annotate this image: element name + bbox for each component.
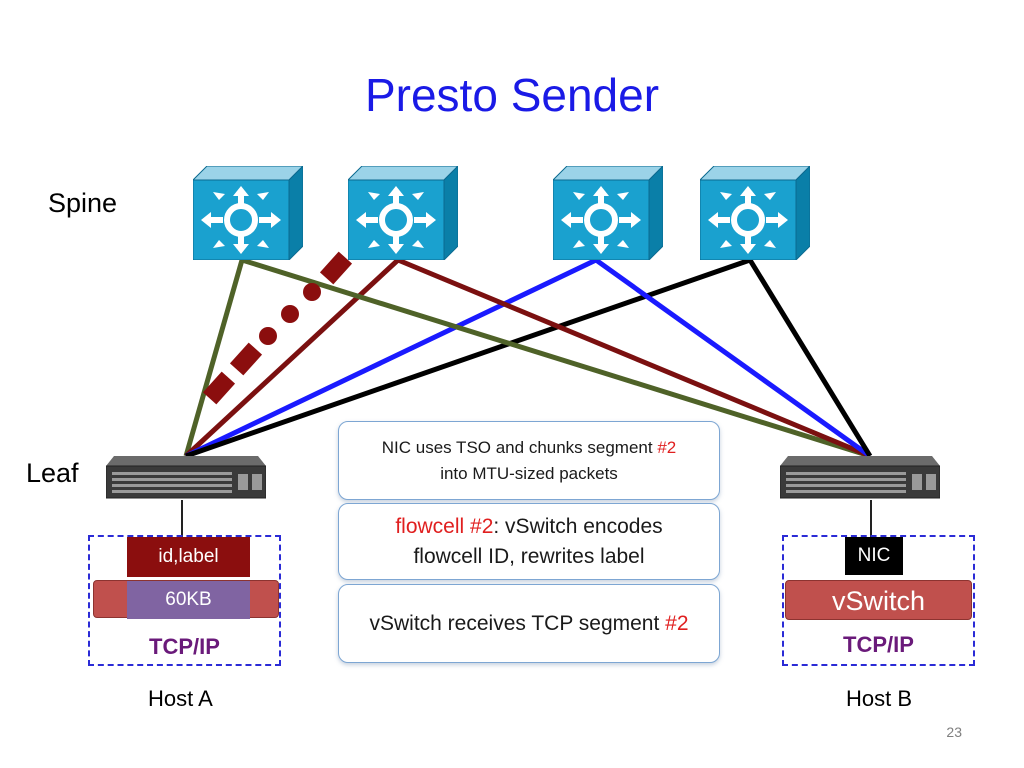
host-b-label: Host B (846, 686, 913, 711)
packet-dot (281, 305, 299, 323)
host-a-label: Host A (148, 686, 213, 711)
link-leafB-spine1 (241, 257, 871, 459)
step-box-1: NIC uses TSO and chunks segment #2 into … (338, 421, 720, 500)
page-title: Presto Sender (364, 69, 660, 121)
nic-chip: NIC (845, 537, 903, 575)
spine-switch-3 (551, 164, 665, 262)
step-2-line-1: flowcell #2: vSwitch encodes (395, 512, 662, 542)
page-number: 23 (946, 724, 962, 740)
router-icon (191, 164, 305, 262)
vswitch-band: vSwitch (785, 580, 972, 620)
link-leafB-spine4 (747, 258, 873, 458)
leaf-host-link-b (870, 500, 872, 538)
link-leafA-spine1 (183, 259, 245, 457)
step-box-3: vSwitch receives TCP segment #2 (338, 584, 720, 663)
host-a-tcpip: TCP/IP (149, 634, 220, 659)
packet (229, 342, 263, 376)
flowcell-number: flowcell #2 (395, 514, 494, 538)
link-leafB-spine3 (594, 257, 872, 459)
host-b-tcpip: TCP/IP (843, 632, 914, 657)
leaf-host-link-a (181, 500, 183, 538)
step-1-line-1: NIC uses TSO and chunks segment #2 (382, 435, 677, 461)
packet-train (202, 251, 353, 405)
step-2-text: : vSwitch encodes (493, 514, 663, 538)
step-1-line-2: into MTU-sized packets (440, 463, 618, 483)
link-leafA-spine3 (184, 257, 598, 459)
segment-number: #2 (665, 611, 689, 635)
segment-chip: 60KB (127, 581, 250, 619)
router-icon (551, 164, 665, 262)
leaf-switch-a (105, 456, 267, 501)
switch-icon (105, 456, 267, 499)
switch-icon (779, 456, 941, 499)
link-leafB-spine2 (397, 257, 871, 459)
spine-label: Spine (48, 188, 118, 218)
link-leafA-spine4 (185, 257, 751, 459)
host-b-stack (782, 535, 975, 666)
spine-switch-1 (191, 164, 305, 262)
step-1-text: NIC uses TSO and chunks segment (381, 437, 658, 457)
step-3-text: vSwitch receives TCP segment (369, 611, 666, 635)
spine-switch-2 (346, 164, 460, 262)
packet-dot (303, 283, 321, 301)
segment-number: #2 (657, 437, 677, 457)
router-icon (698, 164, 812, 262)
step-2-line-2: flowcell ID, rewrites label (413, 544, 645, 568)
host-a-stack (88, 535, 281, 666)
packet (202, 371, 236, 405)
packet (319, 251, 353, 285)
router-icon (346, 164, 460, 262)
leaf-switch-b (779, 456, 941, 501)
link-leafA-spine2 (184, 258, 400, 458)
leaf-label: Leaf (26, 458, 79, 488)
step-3-line-1: vSwitch receives TCP segment #2 (369, 609, 688, 639)
spine-switch-4 (698, 164, 812, 262)
packet-dot (259, 327, 277, 345)
step-box-2: flowcell #2: vSwitch encodes flowcell ID… (338, 503, 720, 580)
flowcell-header: id,label (127, 537, 250, 577)
